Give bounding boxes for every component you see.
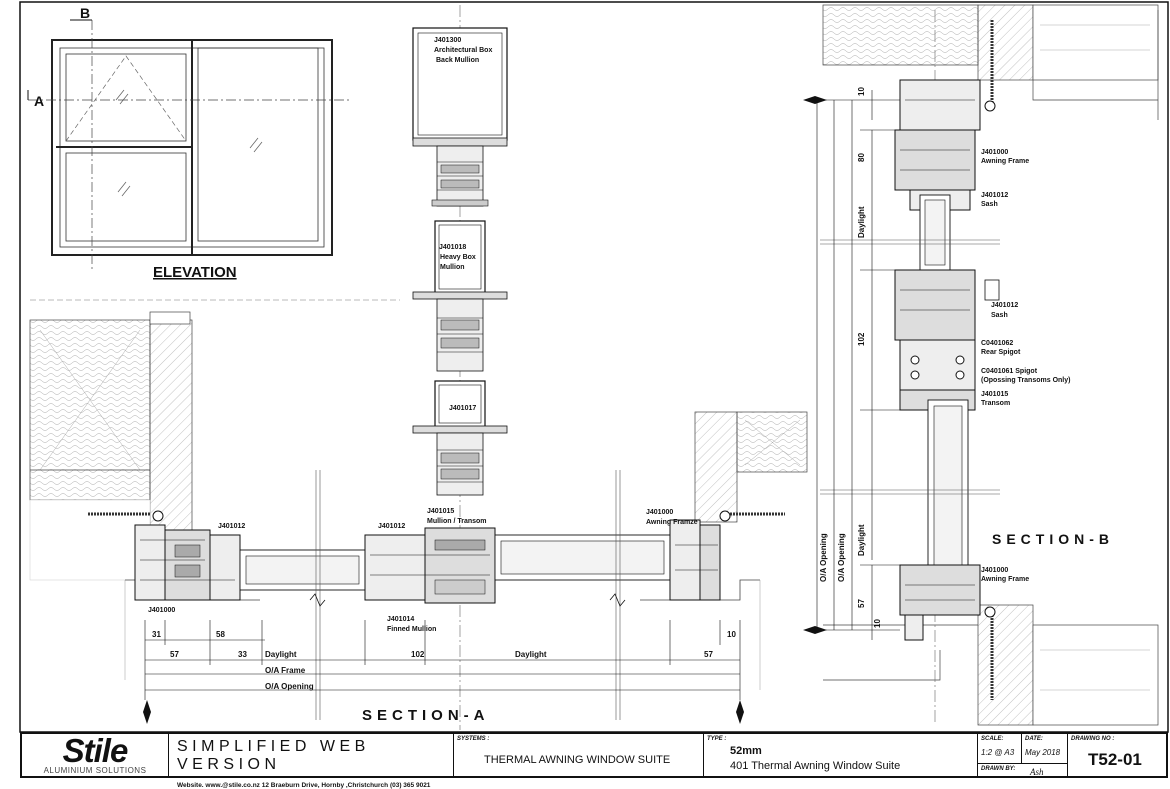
dim-57-right: 57 [704,650,713,659]
sec-b-j401012-mid: J401012 [991,302,1018,309]
dim-oa-opening: O/A Opening [265,682,314,691]
title-block: Stile ALUMINIUM SOLUTIONS SIMPLIFIED WEB… [20,732,1168,789]
dim-daylight-left: Daylight [265,650,297,659]
sec-b-opposing: (Opossing Transoms Only) [981,377,1070,384]
sec-b-dim-80: 80 [857,153,866,162]
systems-label: SYSTEMS : [457,736,490,742]
elevation-title: ELEVATION [153,264,237,281]
section-b-title: SECTION-B [992,531,1114,547]
scale-label: SCALE: [981,736,1004,742]
date-cell: DATE: May 2018 [1022,734,1067,763]
dim-10: 10 [727,630,736,639]
scale-value: 1:2 @ A3 [981,748,1015,757]
sec-b-dim-oa-opening-1: O/A Opening [819,533,828,582]
sec-a-j401012-left: J401012 [218,523,245,530]
sec-a-mullion-transom: Mullion / Transom [427,518,487,525]
date-label: DATE: [1025,736,1043,742]
sec-a-finned-mullion: Finned Mullion [387,626,436,633]
type-cell: TYPE : 52mm 401 Thermal Awning Window Su… [704,734,978,776]
scale-date-cell: SCALE: 1:2 @ A3 DATE: May 2018 DRAWN BY:… [978,734,1068,777]
mullion-1-name-1: Architectural Box [434,47,492,54]
dim-daylight-mid: Daylight [515,650,547,659]
banner-cell: SIMPLIFIED WEB VERSION Website. www.@sti… [169,734,454,789]
systems-value: THERMAL AWNING WINDOW SUITE [484,754,671,766]
dim-33: 33 [238,650,247,659]
company-logo: Stile ALUMINIUM SOLUTIONS [22,734,169,776]
sec-b-j401000-bot: J401000 [981,567,1008,574]
elevation-view: B A ELEVATION [27,5,352,281]
drawing-no-label: DRAWING NO : [1071,736,1115,742]
banner-title: SIMPLIFIED WEB VERSION [177,738,370,773]
sec-b-j401015: J401015 [981,391,1008,398]
drawn-by-cell: DRAWN BY: Ash [978,764,1067,777]
type-value-2: 401 Thermal Awning Window Suite [730,760,901,772]
sec-b-transom: Transom [981,400,1010,407]
mullion-2-code: J401018 [439,244,466,251]
sec-b-dim-daylight-bot: Daylight [857,524,866,556]
sec-b-dim-102: 102 [857,332,866,346]
drawing-number-cell: DRAWING NO : T52-01 [1068,734,1166,776]
section-b-view: J401000 Awning Frame J401012 Sash J40101… [803,4,1159,726]
dim-102: 102 [411,650,425,659]
sec-b-c0401061: C0401061 Spigot [981,368,1038,375]
mullion-3-code: J401017 [449,405,476,412]
mullion-1-code: J401300 [434,37,461,44]
dim-oa-frame: O/A Frame [265,666,306,675]
mullion-1-name-2: Back Mullion [436,57,479,64]
sec-a-j401000-left: J401000 [148,607,175,614]
dim-57-left: 57 [170,650,179,659]
type-label: TYPE : [707,736,727,742]
sec-b-c0401062: C0401062 [981,340,1013,347]
sec-b-dim-oa-opening-2: O/A Opening [837,533,846,582]
sec-a-j401015: J401015 [427,508,454,515]
drawing-no-value: T52-01 [1088,750,1142,769]
section-a-marker: A [34,93,44,109]
systems-cell: SYSTEMS : THERMAL AWNING WINDOW SUITE [454,734,704,776]
mullion-2-name-2: Mullion [440,264,465,271]
sec-b-dim-10-bot: 10 [873,619,882,628]
sec-b-dim-10-top: 10 [857,87,866,96]
sec-b-j401012-top: J401012 [981,192,1008,199]
sec-a-j401000-right: J401000 [646,509,673,516]
mullion-2-name-1: Heavy Box [440,254,476,261]
sec-b-sash-top: Sash [981,201,998,208]
sec-b-rear-spigot: Rear Spigot [981,349,1021,356]
section-b-marker: B [80,5,90,21]
sec-b-j401000-top: J401000 [981,149,1008,156]
sec-b-sash-mid: Sash [991,312,1008,319]
sec-b-dim-daylight-top: Daylight [857,206,866,238]
date-value: May 2018 [1025,748,1061,757]
company-address: Website. www.@stile.co.nz 12 Braeburn Dr… [177,782,431,789]
sec-b-awning-frame-bot: Awning Frame [981,576,1029,583]
section-a-view: J401012 J401000 J401012 J401015 Mullion … [29,299,808,724]
scale-cell: SCALE: 1:2 @ A3 [978,734,1022,763]
logo-subtext: ALUMINIUM SOLUTIONS [43,765,147,775]
drawn-by-label: DRAWN BY: [981,766,1016,772]
drawn-by-value: Ash [1030,767,1044,777]
mullion-profiles: J401300 Architectural Box Back Mullion J… [412,5,508,730]
sec-b-dim-57: 57 [857,599,866,608]
sec-a-j401014: J401014 [387,616,414,623]
section-a-title: SECTION-A [362,707,490,724]
dim-58: 58 [216,630,225,639]
sec-a-j401012-mid: J401012 [378,523,405,530]
logo-text: Stile [62,731,129,769]
sec-b-awning-frame-top: Awning Frame [981,158,1029,165]
type-value-1: 52mm [730,745,762,757]
sec-a-awning-frame-right: Awning Framze [646,519,698,526]
dim-31: 31 [152,630,161,639]
